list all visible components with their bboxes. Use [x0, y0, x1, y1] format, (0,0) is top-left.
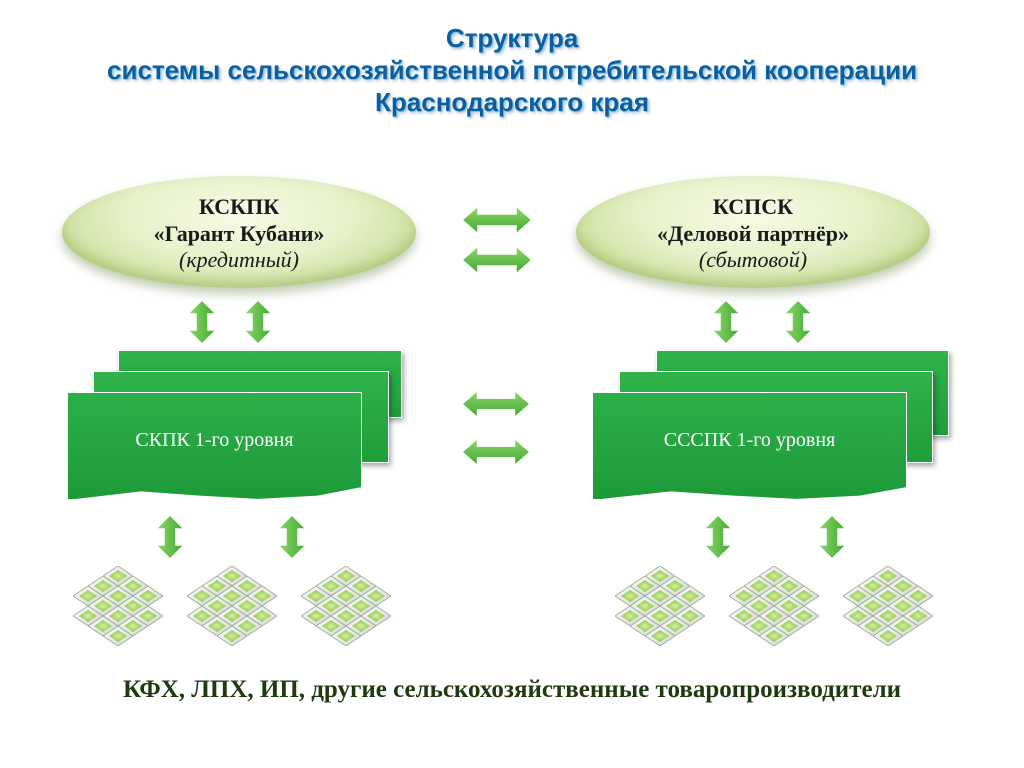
right-org-node: КСПСК «Деловой партнёр» (сбытовой) [576, 176, 930, 288]
diamond-tile-cluster-icon [612, 566, 708, 646]
double-arrow-horizontal-icon [462, 438, 530, 466]
diamond-tile-cluster-icon [70, 566, 166, 646]
double-arrow-vertical-icon [784, 300, 812, 344]
double-arrow-vertical-icon [704, 514, 732, 560]
diamond-tile-cluster-icon [840, 566, 936, 646]
right-level-label: СССПК 1-го уровня [663, 429, 836, 451]
left-org-title: КСКПК [198, 194, 280, 219]
double-arrow-horizontal-icon [462, 246, 532, 274]
right-org-type: (сбытовой) [698, 247, 808, 272]
right-org-name: «Деловой партнёр» [657, 221, 849, 246]
diamond-tile-cluster-icon [184, 566, 280, 646]
page-title: Структура системы сельскохозяйственной п… [0, 22, 1024, 118]
diamond-tile-cluster-icon [726, 566, 822, 646]
left-org-type: (кредитный) [179, 247, 299, 272]
double-arrow-vertical-icon [278, 514, 306, 560]
producers-caption: КФХ, ЛПХ, ИП, другие сельскохозяйственны… [122, 676, 902, 703]
double-arrow-vertical-icon [818, 514, 846, 560]
double-arrow-horizontal-icon [462, 390, 530, 418]
left-org-node: КСКПК «Гарант Кубани» (кредитный) [62, 176, 416, 288]
left-level-label: СКПК 1-го уровня [135, 429, 294, 451]
double-arrow-vertical-icon [244, 300, 272, 344]
left-org-name: «Гарант Кубани» [153, 221, 325, 246]
right-level-card: СССПК 1-го уровня [592, 392, 907, 500]
left-level-card: СКПК 1-го уровня [67, 392, 362, 500]
diamond-tile-cluster-icon [298, 566, 394, 646]
double-arrow-vertical-icon [712, 300, 740, 344]
double-arrow-vertical-icon [156, 514, 184, 560]
double-arrow-horizontal-icon [462, 206, 532, 234]
title-line-3: Краснодарского края [375, 87, 649, 117]
title-line-1: Структура [445, 23, 579, 53]
double-arrow-vertical-icon [188, 300, 216, 344]
right-org-title: КСПСК [712, 194, 794, 219]
title-line-2: системы сельскохозяйственной потребитель… [107, 55, 917, 85]
